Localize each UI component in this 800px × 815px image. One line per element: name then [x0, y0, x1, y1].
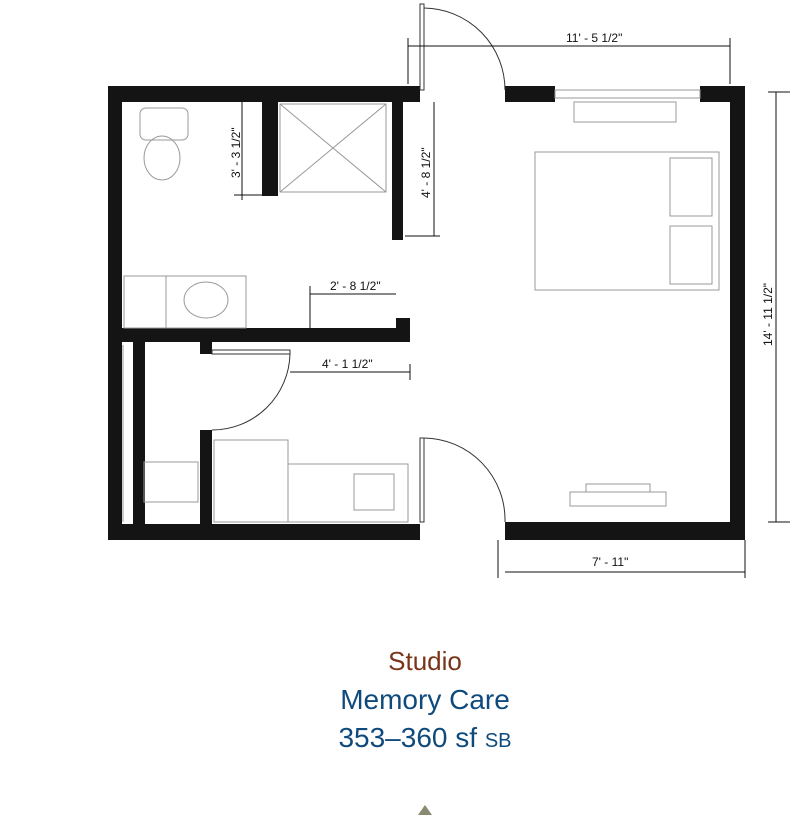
unit-area: 353–360 sf SB — [0, 724, 800, 752]
program-name: Memory Care — [340, 684, 510, 715]
dim-right-height: 14' - 11 1/2" — [761, 283, 775, 346]
walls — [108, 86, 745, 540]
dim-bath-shower: 3' - 3 1/2" — [229, 127, 243, 178]
dim-bath-opening: 2' - 8 1/2" — [330, 279, 381, 293]
fixtures — [122, 89, 720, 523]
doors — [211, 3, 506, 523]
area-value: 353–360 sf — [338, 722, 478, 753]
unit-type: Studio — [388, 646, 462, 676]
dim-bottom-width: 7' - 11" — [592, 555, 628, 569]
logo-mark-icon — [418, 805, 432, 815]
dim-closet-opening: 4' - 1 1/2" — [322, 357, 373, 371]
area-suffix: SB — [484, 730, 512, 752]
dim-top-width: 11' - 5 1/2" — [566, 31, 622, 45]
dim-bath-depth: 4' - 8 1/2" — [419, 147, 433, 198]
dimension-lines — [234, 38, 790, 578]
